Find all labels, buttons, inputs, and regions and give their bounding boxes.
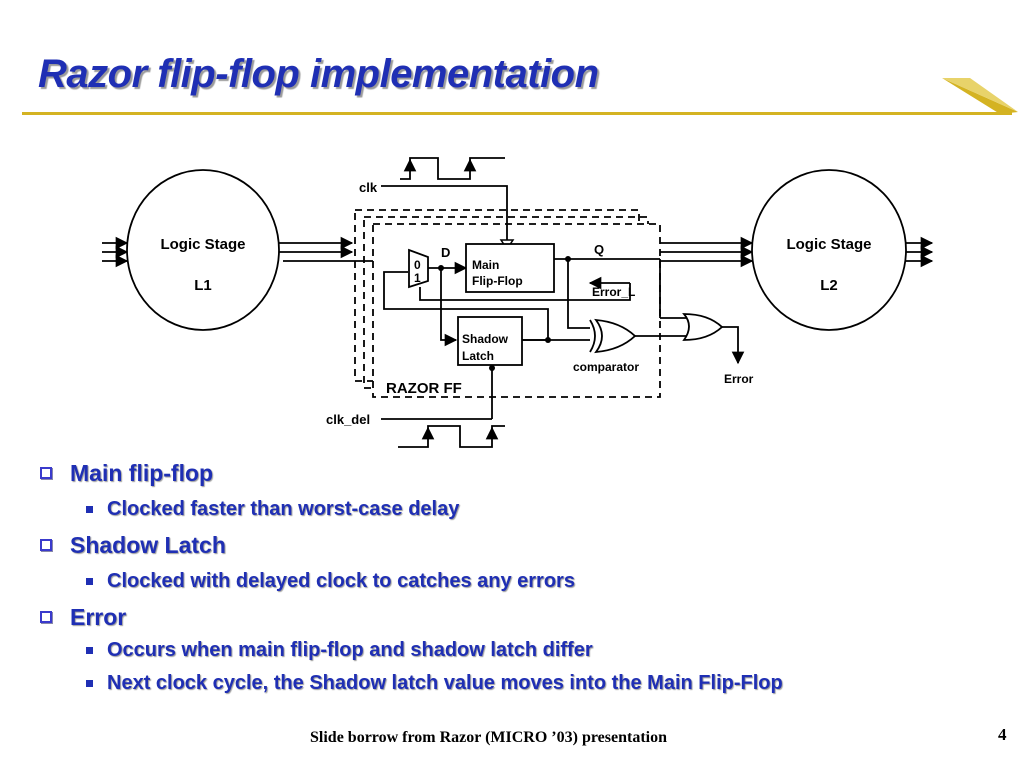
logic-stage-l1 xyxy=(126,169,280,331)
clk-wire xyxy=(381,185,508,244)
page-number: 4 xyxy=(998,725,1007,744)
bullet-error: Error xyxy=(38,600,998,634)
d-label: D xyxy=(441,245,450,260)
bullet-list: Main flip-flop Clocked faster than worst… xyxy=(38,456,998,700)
l2-input-arrows xyxy=(660,236,754,268)
sub-bullet: Clocked with delayed clock to catches an… xyxy=(38,562,998,600)
slide-title: Razor flip-flop implementation xyxy=(38,52,599,96)
clk-label: clk xyxy=(359,180,378,195)
error-or-gate xyxy=(682,313,724,341)
bullet-text: Error xyxy=(70,603,127,630)
checkbox-bullet-icon xyxy=(40,467,52,479)
main-flip-flop xyxy=(465,243,555,293)
sub-bullet-text: Occurs when main flip-flop and shadow la… xyxy=(107,639,593,661)
logic-stage-l2-id: L2 xyxy=(820,277,838,294)
clk-waveform xyxy=(400,157,505,180)
q-label: Q xyxy=(594,242,604,257)
comparator-gate xyxy=(589,318,637,354)
sub-bullet-text: Next clock cycle, the Shadow latch value… xyxy=(107,672,783,694)
main-ff-label-1: Main xyxy=(472,258,499,272)
logic-stage-l1-title: Logic Stage xyxy=(160,236,245,253)
square-bullet-icon xyxy=(86,577,93,585)
l1-input-arrows xyxy=(102,236,129,268)
shadow-latch-label-1: Shadow xyxy=(462,332,509,346)
sub-bullet: Clocked faster than worst-case delay xyxy=(38,490,998,528)
sub-bullet-text: Clocked with delayed clock to catches an… xyxy=(107,569,575,592)
mux-input-1: 1 xyxy=(414,271,421,285)
sub-bullet-text: Clocked faster than worst-case delay xyxy=(107,497,460,520)
corner-decoration-icon xyxy=(942,78,1018,114)
bullet-main-flip-flop: Main flip-flop xyxy=(38,456,998,490)
title-underline xyxy=(22,112,1012,115)
logic-stage-l2 xyxy=(751,169,907,331)
comparator-label: comparator xyxy=(573,360,639,374)
sub-bullet: Occurs when main flip-flop and shadow la… xyxy=(38,634,998,667)
clk-del-waveform xyxy=(398,425,505,448)
bullet-text: Main flip-flop xyxy=(70,459,214,486)
clk-del-label: clk_del xyxy=(326,412,370,427)
error-label: Error xyxy=(724,372,754,386)
error-l-label: Error_L xyxy=(592,285,635,299)
checkbox-bullet-icon xyxy=(40,611,52,623)
razor-ff-label: RAZOR FF xyxy=(386,380,462,397)
mux-input-0: 0 xyxy=(414,258,421,272)
shadow-latch-label-2: Latch xyxy=(462,349,494,363)
bullet-shadow-latch: Shadow Latch xyxy=(38,528,998,562)
square-bullet-icon xyxy=(86,505,93,513)
bullet-text: Shadow Latch xyxy=(70,531,226,558)
shadow-latch xyxy=(457,316,523,366)
l2-output-arrows xyxy=(906,236,934,268)
checkbox-bullet-icon xyxy=(40,539,52,551)
square-bullet-icon xyxy=(86,680,93,687)
logic-stage-l2-title: Logic Stage xyxy=(786,236,871,253)
sub-bullet: Next clock cycle, the Shadow latch value… xyxy=(38,667,998,700)
slide-footer: Slide borrow from Razor (MICRO ’03) pres… xyxy=(310,729,667,746)
square-bullet-icon xyxy=(86,647,93,654)
logic-stage-l1-id: L1 xyxy=(194,277,212,294)
razor-ff-diagram: Logic Stage L1 clk 0 1 D Main Flip-Flop … xyxy=(102,157,934,448)
mux xyxy=(408,248,429,289)
main-ff-label-2: Flip-Flop xyxy=(472,274,523,288)
